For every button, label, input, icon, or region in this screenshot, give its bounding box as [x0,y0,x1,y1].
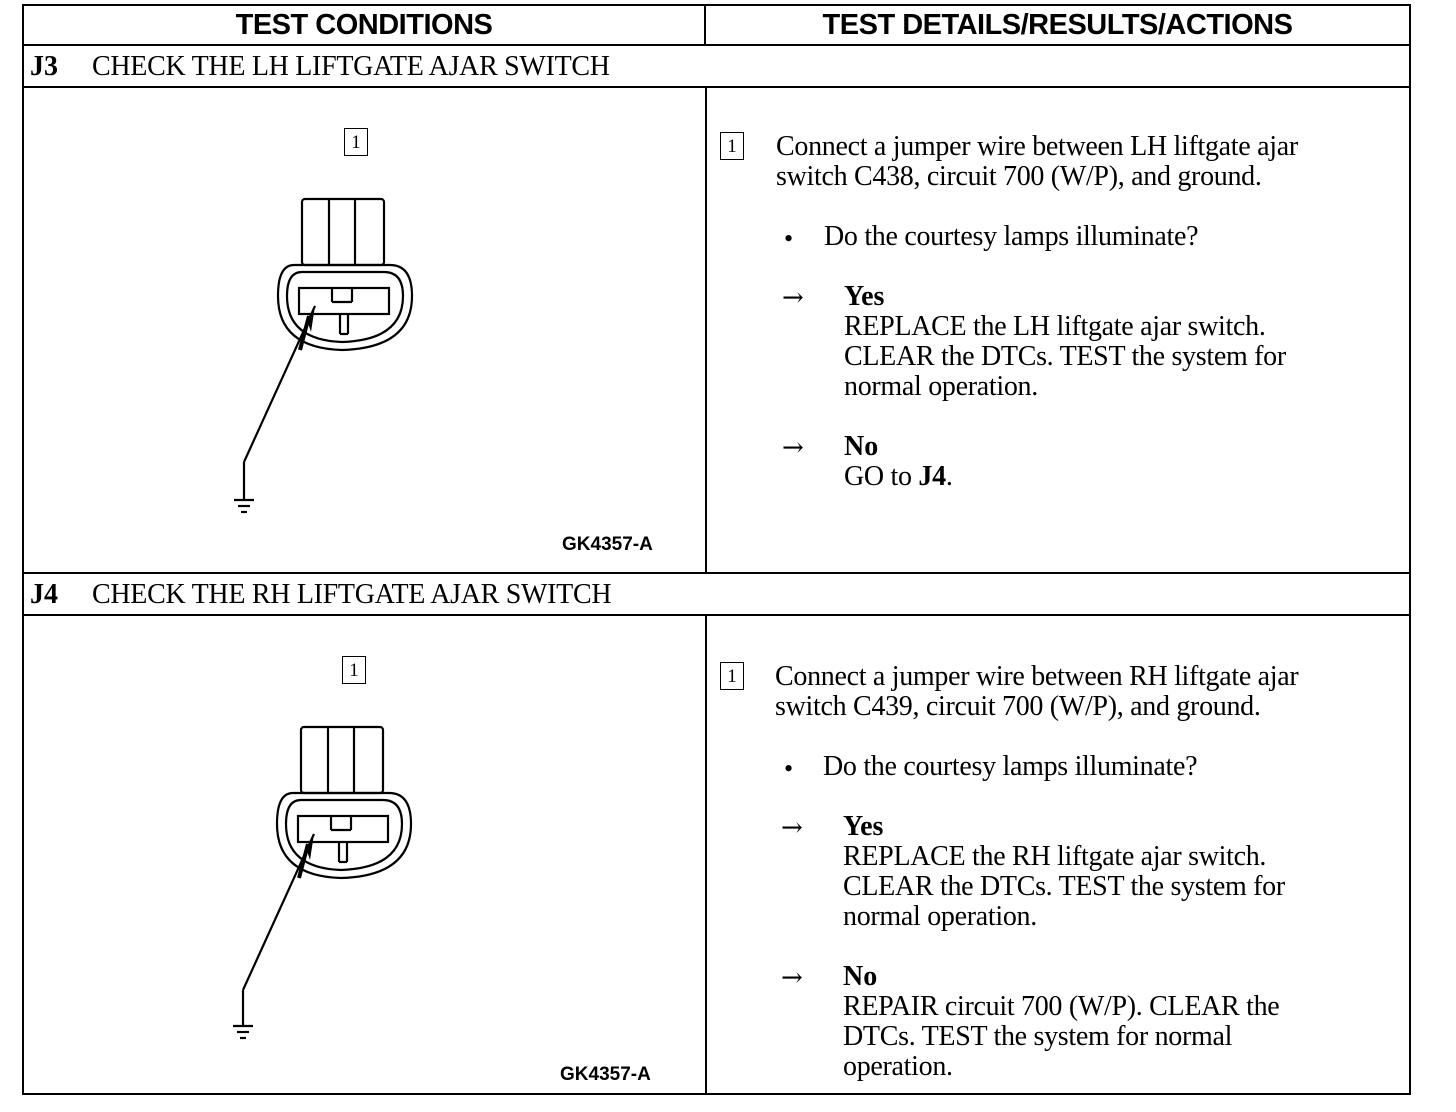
arrow-right-icon: → [781,963,803,993]
instruction-line: switch C438, circuit 700 (W/P), and grou… [776,161,1262,192]
instruction: Connect a jumper wire between LH liftgat… [776,132,1298,192]
result-yes-action: REPLACE the RH liftgate ajar switch. CLE… [843,842,1285,932]
step-code: J3 [30,51,58,82]
step-j4-title-row: J4 CHECK THE RH LIFTGATE AJAR SWITCH [24,572,1409,616]
table-header: TEST CONDITIONS TEST DETAILS/RESULTS/ACT… [24,6,1409,46]
bullet-icon: • [784,754,794,783]
question: Do the courtesy lamps illuminate? [824,221,1199,252]
step-j3-diagram: 1 [24,88,705,572]
figure-step-number: 1 [344,128,368,156]
action-line: operation. [843,1051,953,1082]
step-title: CHECK THE RH LIFTGATE AJAR SWITCH [92,579,612,610]
detail-step-number: 1 [720,132,744,160]
bullet-icon: • [784,224,794,253]
result-no-action: REPAIR circuit 700 (W/P). CLEAR the DTCs… [843,991,1280,1082]
step-title: CHECK THE LH LIFTGATE AJAR SWITCH [92,51,610,82]
header-test-conditions: TEST CONDITIONS [24,6,706,44]
instruction-line: Connect a jumper wire between LH liftgat… [776,131,1298,162]
figure-id: GK4357-A [560,1064,651,1085]
action-line: DTCs. TEST the system for normal [843,1021,1233,1052]
connector-jumper-ground-icon [234,197,414,514]
result-yes-label: Yes [844,281,885,312]
header-test-details: TEST DETAILS/RESULTS/ACTIONS [822,9,1293,41]
result-no-action: GO to J4. [844,462,953,492]
action-line: normal operation. [844,371,1038,402]
step-j3-title-row: J3 CHECK THE LH LIFTGATE AJAR SWITCH [24,46,1409,88]
action-line: REPLACE the LH liftgate ajar switch. [844,311,1266,342]
instruction-line: Connect a jumper wire between RH liftgat… [775,661,1299,692]
arrow-right-icon: → [781,813,803,843]
step-code: J4 [30,579,58,610]
instruction: Connect a jumper wire between RH liftgat… [775,661,1299,722]
figure-step-number: 1 [342,656,366,684]
diagnostic-table: TEST CONDITIONS TEST DETAILS/RESULTS/ACT… [22,4,1411,1095]
goto-step-link[interactable]: J4 [918,461,946,492]
action-line: CLEAR the DTCs. TEST the system for [844,341,1286,372]
action-line: CLEAR the DTCs. TEST the system for [843,871,1285,902]
figure-id: GK4357-A [562,534,653,555]
step-j4-body: 1 [24,616,1409,1095]
connector-jumper-ground-icon [233,725,413,1040]
action-text: GO to [844,461,919,492]
action-text: . [945,461,953,492]
result-yes-action: REPLACE the LH liftgate ajar switch. CLE… [844,312,1286,402]
result-no-label: No [843,961,878,992]
instruction-line: switch C439, circuit 700 (W/P), and grou… [775,691,1261,722]
step-j3-body: 1 [24,88,1409,572]
arrow-right-icon: → [782,433,804,463]
action-line: normal operation. [843,901,1037,932]
question: Do the courtesy lamps illuminate? [823,751,1198,782]
result-yes-label: Yes [843,811,884,842]
action-line: REPLACE the RH liftgate ajar switch. [843,841,1267,872]
arrow-right-icon: → [782,283,804,313]
result-no-label: No [844,431,879,462]
detail-step-number: 1 [720,662,744,690]
action-line: REPAIR circuit 700 (W/P). CLEAR the [843,991,1280,1022]
step-j4-diagram: 1 [24,616,705,1095]
